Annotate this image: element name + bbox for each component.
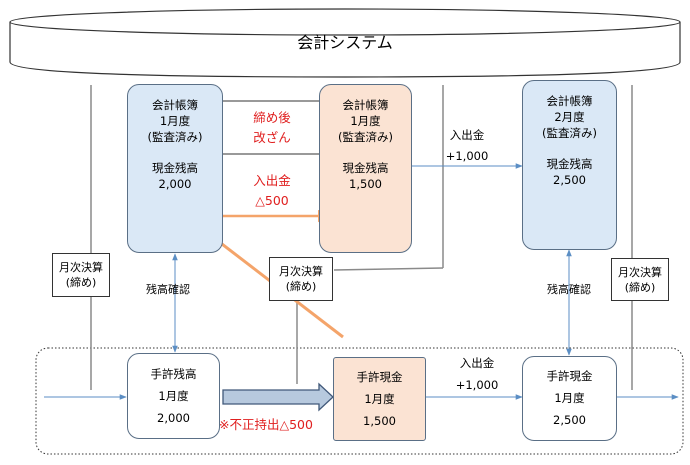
ledger-jan-altered-box: 会計帳簿 1月度 (監査済み) 現金残高 1,500 — [319, 84, 412, 253]
ledger-feb-balance: 2,500 — [553, 173, 586, 187]
ledger-jan-title: 会計帳簿 — [152, 98, 198, 112]
ledger-jan-altered-balance-label: 現金残高 — [342, 161, 389, 175]
fraud-note: ※不正持出△500 — [219, 417, 313, 432]
monthly-close-mid-line1: 月次決算 — [279, 265, 323, 278]
monthly-close-left-line2: (締め) — [65, 276, 97, 289]
monthly-close-right-line2: (締め) — [624, 281, 656, 294]
tamper-note-line1: 締め後 — [253, 110, 291, 125]
fraud-block-arrow — [222, 382, 334, 412]
hand-cash-mid-amount: 1,500 — [363, 414, 396, 428]
monthly-close-mid-line2: (締め) — [285, 280, 317, 293]
hand-cash-right-month: 1月度 — [554, 391, 585, 405]
tamper-note-line2: 改ざん — [253, 130, 291, 145]
ledger-feb-title: 会計帳簿 — [546, 94, 593, 108]
system-cylinder-body — [9, 22, 681, 78]
hand-cash-mid-box: 手許現金 1月度 1,500 — [333, 357, 426, 441]
monthly-close-mid: 月次決算 (締め) — [269, 257, 333, 301]
system-title: 会計システム — [297, 33, 393, 52]
ledger-feb-balance-label: 現金残高 — [546, 157, 593, 171]
hand-cash-right-box: 手許現金 1月度 2,500 — [522, 356, 617, 441]
tamper-note: 締め後 改ざん — [232, 108, 312, 148]
deposit-top-line1: 入出金 — [449, 128, 485, 142]
hand-cash-right-title: 手許現金 — [546, 369, 593, 383]
monthly-close-left-line1: 月次決算 — [59, 261, 103, 274]
ledger-jan-status: (監査済み) — [147, 130, 203, 144]
system-cylinder-top — [9, 8, 681, 36]
transfer-note-line1: 入出金 — [253, 173, 291, 188]
hand-jan-month: 1月度 — [158, 389, 189, 403]
ledger-jan-box: 会計帳簿 1月度 (監査済み) 現金残高 2,000 — [127, 84, 223, 253]
transfer-note: 入出金 △500 — [232, 171, 312, 211]
hand-cash-mid-title: 手許現金 — [356, 370, 403, 384]
ledger-jan-altered-title: 会計帳簿 — [342, 98, 389, 112]
ledger-jan-altered-month: 1月度 — [350, 114, 381, 128]
ledger-jan-balance-label: 現金残高 — [152, 161, 198, 175]
hand-jan-title: 手許残高 — [150, 367, 197, 381]
hand-cash-region — [35, 347, 684, 455]
hand-jan-amount: 2,000 — [157, 411, 190, 425]
ledger-jan-balance: 2,000 — [158, 177, 192, 191]
divider-mid-foot — [333, 267, 444, 271]
balance-check-right-label: 残高確認 — [547, 283, 591, 296]
hand-cash-right-amount: 2,500 — [553, 413, 586, 427]
ledger-jan-month: 1月度 — [159, 114, 191, 128]
deposit-bottom-label: 入出金 +1,000 — [447, 352, 507, 396]
deposit-top-line2: +1,000 — [445, 149, 489, 163]
ledger-feb-status: (監査済み) — [542, 126, 597, 140]
ledger-feb-box: 会計帳簿 2月度 (監査済み) 現金残高 2,500 — [522, 80, 617, 250]
monthly-close-right: 月次決算 (締め) — [611, 258, 669, 301]
hand-cash-mid-month: 1月度 — [364, 392, 395, 406]
transfer-note-line2: △500 — [255, 193, 289, 208]
ledger-feb-month: 2月度 — [554, 110, 585, 124]
deposit-bottom-line1: 入出金 — [459, 356, 495, 370]
deposit-top-label: 入出金 +1,000 — [437, 125, 497, 167]
balance-check-left-label: 残高確認 — [146, 283, 190, 296]
hand-jan-box: 手許残高 1月度 2,000 — [127, 353, 220, 439]
ledger-jan-altered-balance: 1,500 — [349, 177, 382, 191]
ledger-jan-altered-status: (監査済み) — [338, 130, 393, 144]
monthly-close-left: 月次決算 (締め) — [52, 253, 110, 297]
monthly-close-right-line1: 月次決算 — [618, 266, 662, 279]
deposit-bottom-line2: +1,000 — [455, 378, 499, 392]
